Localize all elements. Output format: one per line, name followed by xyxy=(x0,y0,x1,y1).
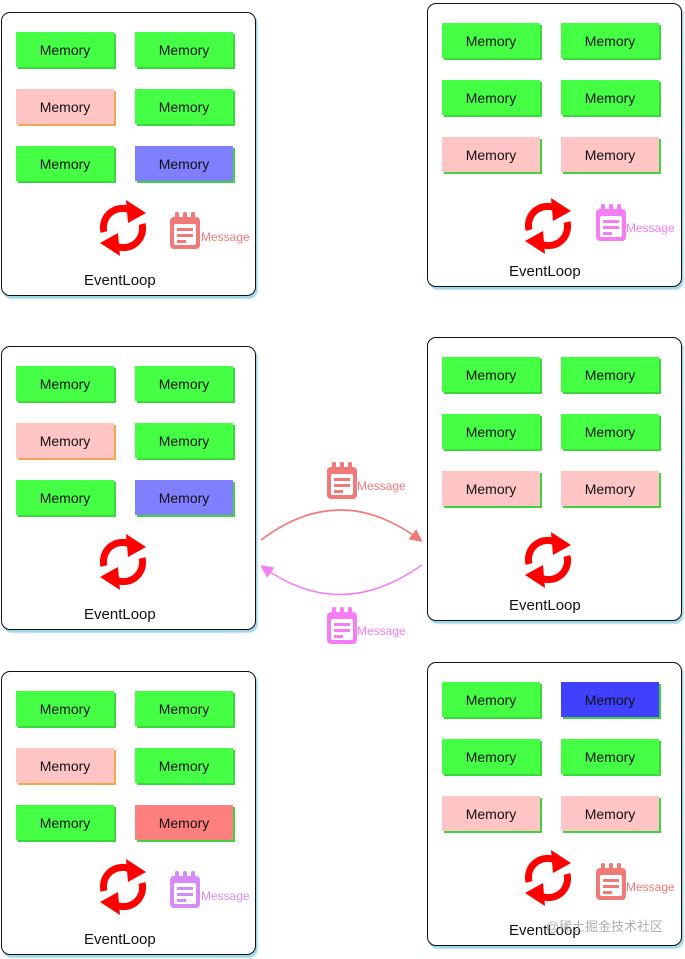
memory-block: Memory xyxy=(135,32,233,67)
memory-block: Memory xyxy=(561,137,659,172)
memory-block: Memory xyxy=(561,471,659,506)
eventloop-label: EventLoop xyxy=(84,931,156,948)
message-arrows xyxy=(260,509,423,596)
worker-panel-middle-right: Memory Memory Memory Memory Memory Memor… xyxy=(427,337,682,621)
memory-block: Memory xyxy=(16,146,114,181)
message-label: Message xyxy=(626,221,675,235)
arrow-to-left-icon xyxy=(260,564,423,596)
message-label: Message xyxy=(201,230,250,244)
notepad-icon xyxy=(168,870,202,910)
memory-block: Memory xyxy=(16,89,114,124)
memory-block: Memory xyxy=(16,423,114,458)
notepad-icon xyxy=(325,606,359,646)
refresh-cycle-icon xyxy=(96,858,150,916)
notepad-icon xyxy=(594,203,628,243)
notepad-icon xyxy=(325,461,359,501)
message-label: Message xyxy=(357,479,406,493)
refresh-cycle-icon xyxy=(521,197,575,255)
eventloop-label: EventLoop xyxy=(509,597,581,614)
memory-block: Memory xyxy=(442,471,540,506)
memory-block: Memory xyxy=(442,739,540,774)
eventloop-label: EventLoop xyxy=(84,272,156,289)
memory-block: Memory xyxy=(561,414,659,449)
memory-block: Memory xyxy=(16,366,114,401)
worker-panel-bottom-right: Memory Memory Memory Memory Memory Memor… xyxy=(427,662,682,946)
memory-block: Memory xyxy=(135,423,233,458)
memory-block: Memory xyxy=(561,357,659,392)
memory-block: Memory xyxy=(442,23,540,58)
notepad-icon xyxy=(168,211,202,251)
memory-block: Memory xyxy=(16,805,114,840)
notepad-icon xyxy=(594,862,628,902)
message-label: Message xyxy=(357,624,406,638)
memory-block: Memory xyxy=(442,414,540,449)
refresh-cycle-icon xyxy=(521,531,575,589)
worker-panel-middle-left: Memory Memory Memory Memory Memory Memor… xyxy=(1,346,256,630)
refresh-cycle-icon xyxy=(96,533,150,591)
memory-block-active: Memory xyxy=(135,480,233,515)
memory-block: Memory xyxy=(442,80,540,115)
memory-block: Memory xyxy=(442,682,540,717)
watermark: @稀土掘金技术社区 xyxy=(545,919,663,934)
memory-block: Memory xyxy=(135,89,233,124)
arrow-to-right-icon xyxy=(260,509,423,542)
memory-block: Memory xyxy=(442,357,540,392)
memory-block: Memory xyxy=(561,739,659,774)
worker-panel-bottom-left: Memory Memory Memory Memory Memory Memor… xyxy=(1,671,256,955)
memory-block: Memory xyxy=(442,137,540,172)
memory-block: Memory xyxy=(135,748,233,783)
refresh-cycle-icon xyxy=(521,849,575,907)
message-label: Message xyxy=(626,880,675,894)
memory-block: Memory xyxy=(442,796,540,831)
worker-panel-top-right: Memory Memory Memory Memory Memory Memor… xyxy=(427,3,682,287)
memory-block: Memory xyxy=(561,796,659,831)
memory-block: Memory xyxy=(135,691,233,726)
memory-block: Memory xyxy=(16,32,114,67)
message-label: Message xyxy=(201,889,250,903)
eventloop-label: EventLoop xyxy=(509,922,581,939)
memory-block: Memory xyxy=(561,80,659,115)
memory-block-active: Memory xyxy=(135,805,233,840)
memory-block: Memory xyxy=(561,23,659,58)
eventloop-label: EventLoop xyxy=(509,263,581,280)
memory-block: Memory xyxy=(135,366,233,401)
memory-block-active: Memory xyxy=(135,146,233,181)
eventloop-label: EventLoop xyxy=(84,606,156,623)
worker-panel-top-left: Memory Memory Memory Memory Memory Memor… xyxy=(1,12,256,296)
memory-block: Memory xyxy=(16,748,114,783)
memory-block: Memory xyxy=(16,480,114,515)
refresh-cycle-icon xyxy=(96,199,150,257)
memory-block: Memory xyxy=(16,691,114,726)
memory-block-active: Memory xyxy=(561,682,659,717)
